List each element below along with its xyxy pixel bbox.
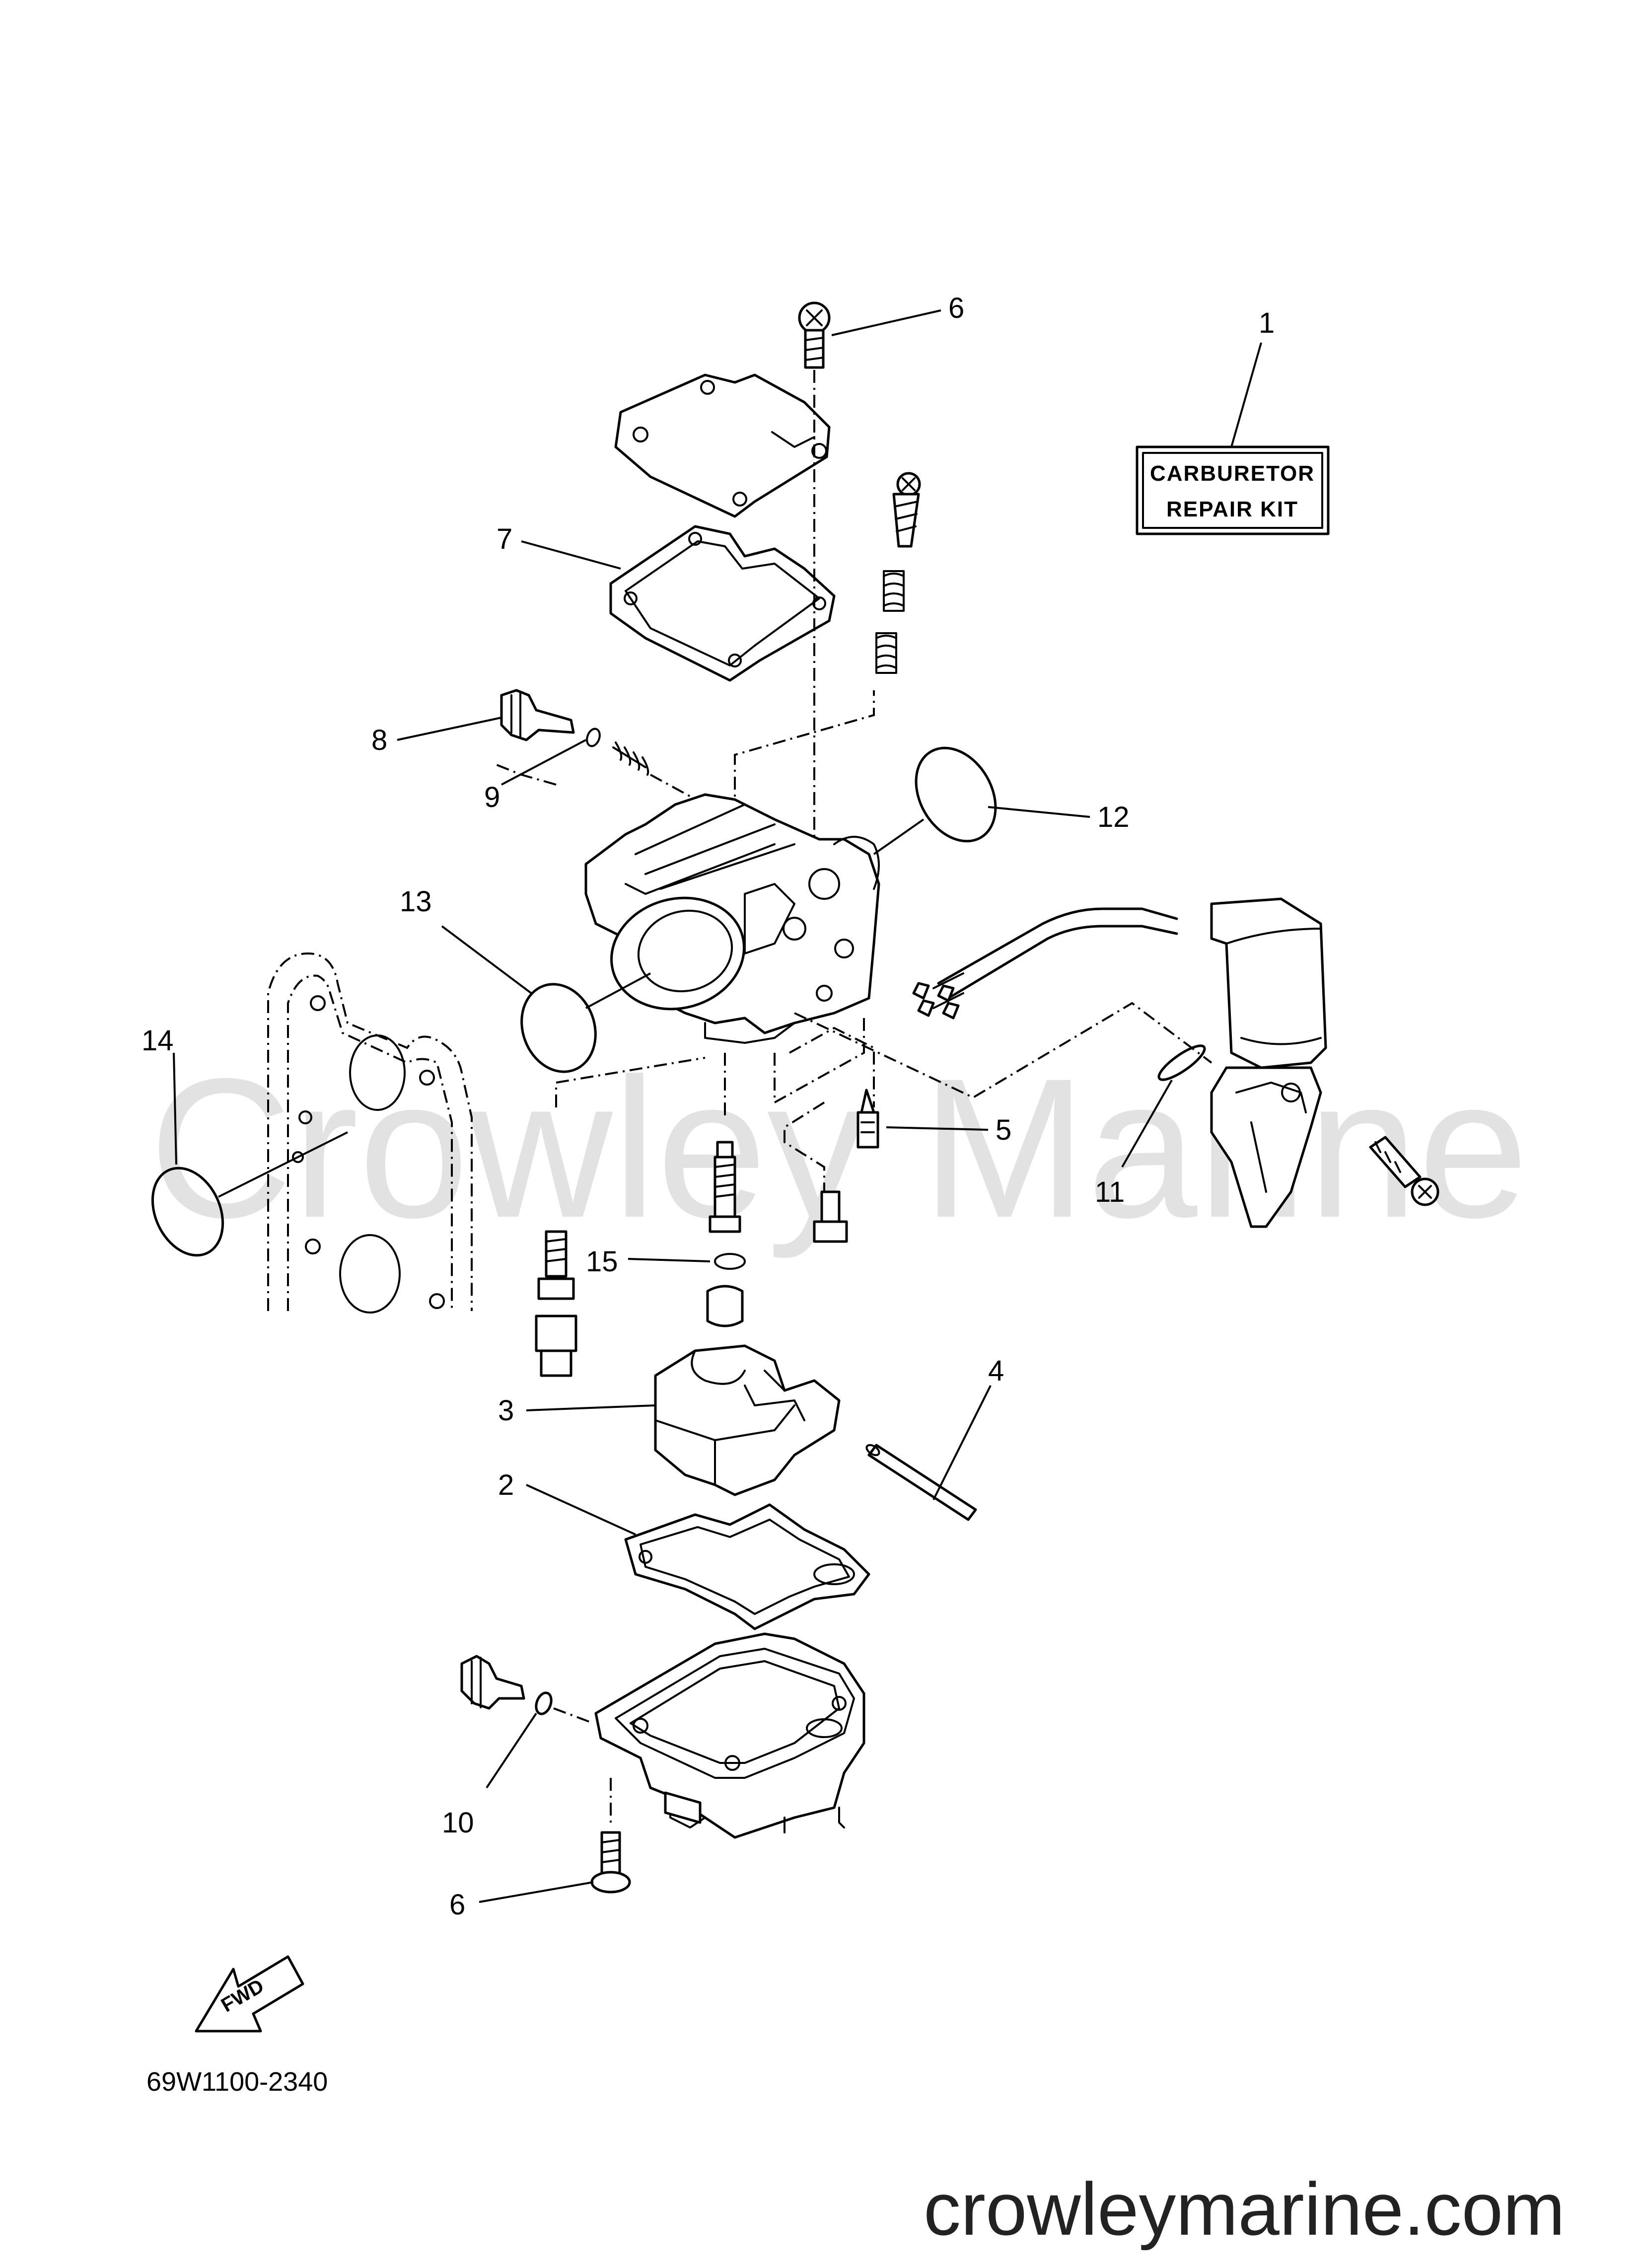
part-9-o-ring bbox=[586, 728, 601, 747]
callout-6-top: 6 bbox=[948, 292, 964, 324]
jets-and-needle bbox=[535, 1018, 875, 1377]
callout-12: 12 bbox=[1097, 801, 1130, 833]
part-15-o-ring bbox=[628, 1253, 746, 1270]
part-4-float-pin bbox=[865, 1385, 992, 1521]
callout-2: 2 bbox=[498, 1469, 514, 1501]
part-11-gasket bbox=[1121, 1044, 1206, 1168]
part-14-gasket-plate bbox=[151, 952, 473, 1314]
carburetor-body bbox=[584, 793, 880, 1044]
kit-box-line-1: CARBURETOR bbox=[1150, 461, 1315, 486]
top-cover-plate bbox=[614, 373, 831, 518]
callout-6-bottom: 6 bbox=[449, 1889, 465, 1921]
website-text: crowleymarine.com bbox=[924, 2167, 1565, 2251]
callout-4: 4 bbox=[988, 1355, 1004, 1387]
part-7-gasket bbox=[609, 525, 836, 682]
part-10-drain-screw bbox=[460, 1655, 594, 1789]
part-8-idle-screw bbox=[500, 689, 575, 741]
callout-11: 11 bbox=[1095, 1176, 1125, 1208]
callout-13: 13 bbox=[400, 885, 432, 918]
pilot-screw-springs bbox=[875, 472, 921, 674]
fuel-solenoid-assembly bbox=[794, 897, 1439, 1228]
callout-10: 10 bbox=[442, 1807, 474, 1839]
callout-8: 8 bbox=[371, 724, 387, 756]
callout-7: 7 bbox=[497, 523, 512, 555]
part-5-needle-valve bbox=[857, 1089, 989, 1149]
part-6-bottom-screw bbox=[479, 1831, 631, 1903]
callout-5: 5 bbox=[996, 1114, 1011, 1146]
part-13-o-ring bbox=[520, 972, 651, 1073]
callout-15: 15 bbox=[586, 1245, 618, 1278]
callout-14: 14 bbox=[142, 1024, 174, 1057]
float-bowl bbox=[594, 1632, 865, 1839]
callout-3: 3 bbox=[498, 1394, 514, 1427]
throttle-spring bbox=[612, 741, 706, 805]
callout-1: 1 bbox=[1259, 307, 1275, 339]
diagram-code: 69W1100-2340 bbox=[146, 2067, 328, 2097]
part-1-repair-kit-box: CARBURETOR REPAIR KIT bbox=[1136, 445, 1330, 535]
fwd-arrow-icon: FWD bbox=[195, 1955, 304, 2033]
part-6-top-screw bbox=[798, 301, 831, 369]
kit-box-line-2: REPAIR KIT bbox=[1166, 497, 1298, 521]
part-2-bowl-gasket bbox=[526, 1484, 870, 1630]
part-12-o-ring bbox=[873, 746, 997, 855]
part-3-float bbox=[654, 1344, 841, 1496]
callout-9: 9 bbox=[484, 781, 500, 813]
